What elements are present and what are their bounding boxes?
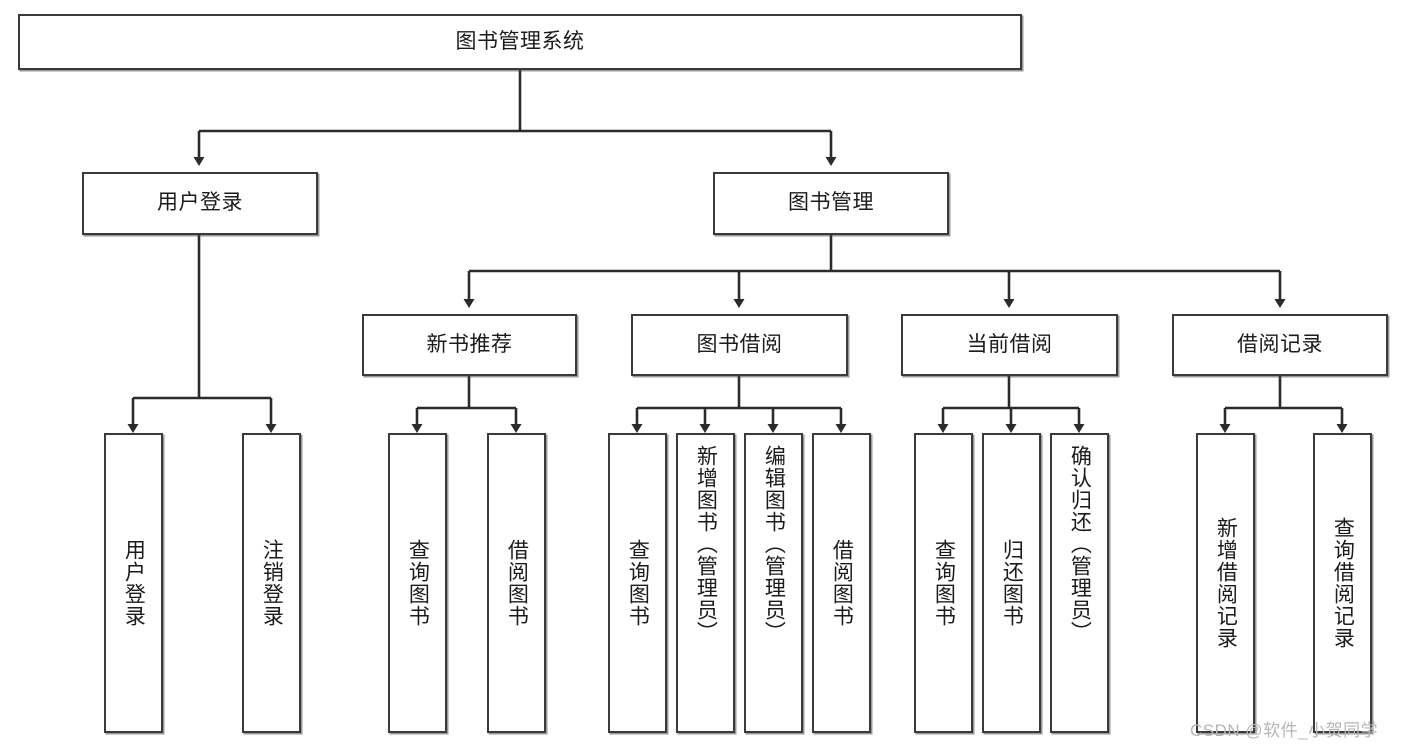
node-label: 编辑图书（管理员） <box>762 445 786 643</box>
node-book-management[interactable]: 图书管理 <box>713 172 949 235</box>
node-label: 查询图书 <box>626 539 650 627</box>
node-label: 新增图书（管理员） <box>694 445 718 643</box>
node-label: 当前借阅 <box>966 332 1053 356</box>
leaf-query-book-recommend[interactable]: 查询图书 <box>388 433 447 733</box>
watermark: CSDN @软件_小贺同学 <box>1190 721 1379 740</box>
node-label: 用户登录 <box>157 191 243 215</box>
leaf-user-login[interactable]: 用户登录 <box>104 433 163 733</box>
leaf-query-book-current[interactable]: 查询图书 <box>914 433 973 733</box>
leaf-query-book-borrow[interactable]: 查询图书 <box>608 433 667 733</box>
node-label: 查询借阅记录 <box>1331 517 1355 649</box>
node-label: 新增借阅记录 <box>1214 517 1238 649</box>
leaf-return-book[interactable]: 归还图书 <box>982 433 1041 733</box>
leaf-confirm-return-admin[interactable]: 确认归还（管理员） <box>1050 433 1109 733</box>
node-user-login[interactable]: 用户登录 <box>82 172 318 235</box>
node-label: 新书推荐 <box>426 332 513 356</box>
node-label: 查询图书 <box>406 539 430 627</box>
node-label: 图书管理系统 <box>455 29 585 53</box>
node-borrow-record[interactable]: 借阅记录 <box>1172 314 1388 376</box>
node-label: 借阅记录 <box>1237 332 1323 356</box>
leaf-add-borrow-record[interactable]: 新增借阅记录 <box>1196 433 1255 733</box>
node-label: 注销登录 <box>260 539 284 627</box>
leaf-logout[interactable]: 注销登录 <box>242 433 301 733</box>
node-label: 借阅图书 <box>830 539 854 627</box>
node-label: 图书借阅 <box>696 332 783 356</box>
leaf-edit-book-admin[interactable]: 编辑图书（管理员） <box>744 433 803 733</box>
node-root-system[interactable]: 图书管理系统 <box>18 14 1022 70</box>
leaf-borrow-book-recommend[interactable]: 借阅图书 <box>487 433 546 733</box>
node-new-book-recommend[interactable]: 新书推荐 <box>362 314 577 376</box>
leaf-add-book-admin[interactable]: 新增图书（管理员） <box>676 433 735 733</box>
node-label: 归还图书 <box>1000 539 1024 627</box>
leaf-borrow-book[interactable]: 借阅图书 <box>812 433 871 733</box>
node-label: 图书管理 <box>788 191 874 215</box>
node-current-borrow[interactable]: 当前借阅 <box>901 314 1118 376</box>
leaf-query-borrow-record[interactable]: 查询借阅记录 <box>1313 433 1372 733</box>
node-label: 查询图书 <box>932 539 956 627</box>
node-label: 借阅图书 <box>505 539 529 627</box>
node-book-borrow[interactable]: 图书借阅 <box>631 314 848 376</box>
node-label: 确认归还（管理员） <box>1068 445 1092 643</box>
node-label: 用户登录 <box>122 539 146 627</box>
